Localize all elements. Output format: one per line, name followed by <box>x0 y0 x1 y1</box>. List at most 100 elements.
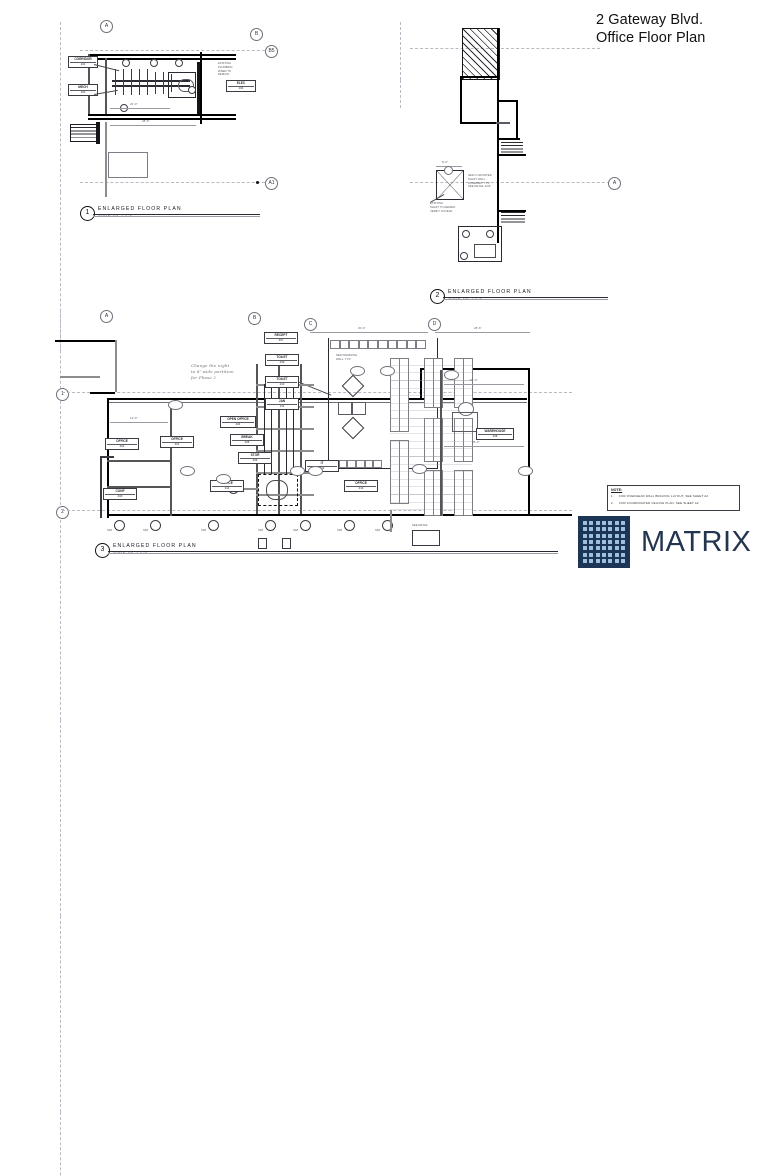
logo-dot <box>601 533 607 538</box>
logo-dot <box>608 533 613 538</box>
logo-dot <box>614 533 619 538</box>
casework-strip <box>330 340 426 349</box>
logo-dot <box>614 552 619 557</box>
room-tag-number: 207 <box>266 337 296 342</box>
room-tag-name: CORRIDOR <box>74 57 92 61</box>
grid-bubble-b: B <box>248 312 261 325</box>
gridline <box>60 192 290 352</box>
wall <box>88 58 236 60</box>
wall <box>420 368 530 371</box>
logo-dot <box>595 521 600 526</box>
wall <box>498 154 526 156</box>
detail-marker <box>462 230 470 238</box>
detail-title-2: 2 ENLARGED FLOOR PLAN SCALE: 1/4" = 1'-0… <box>430 288 610 304</box>
grid-dot <box>256 181 259 184</box>
logo-dot <box>583 558 588 563</box>
gridline <box>62 510 572 511</box>
logo-dot <box>595 539 600 545</box>
matrix-wordmark: MATRIX <box>641 525 752 558</box>
grid-bubble-a: A <box>100 20 113 33</box>
detail-scale: SCALE: 1/4" = 1'-0" <box>98 213 134 217</box>
fixture <box>474 244 496 258</box>
room-tag-name: WAREHOUSE <box>484 429 506 433</box>
room-outline <box>168 72 196 98</box>
note-number: 1. <box>611 494 614 499</box>
note-number: 2. <box>611 500 614 505</box>
room-tag-name: MECH <box>78 85 88 89</box>
room-tag-number: 208 <box>478 433 512 438</box>
room-tag-name: OFFICE <box>171 437 183 441</box>
dimension-line <box>310 332 428 333</box>
section-marker-label: SIM <box>337 528 342 532</box>
keynote-marker <box>444 370 459 380</box>
detail-marker <box>486 230 494 238</box>
wall <box>100 456 114 458</box>
wall <box>100 456 102 518</box>
room-tag: OPEN OFFICE 204 <box>220 416 256 428</box>
detail-scale: SCALE: 1/4" = 1'-0" <box>448 296 484 300</box>
hatched-shaft-wall <box>462 28 500 80</box>
room-tag: TOILET 210 <box>265 376 299 388</box>
logo-dot <box>614 527 619 532</box>
gridline <box>62 392 572 393</box>
dimension-text: 24'-0" <box>130 102 138 106</box>
room-outline <box>458 226 502 262</box>
room-tag: MECH 102 <box>68 84 98 96</box>
logo-dot <box>583 527 588 532</box>
logo-dot <box>583 521 588 526</box>
drawing-note: EXISTING PLUMBING RISER TO REMAIN <box>218 61 233 77</box>
wall <box>496 122 510 124</box>
room-tag: ELEC 103 <box>226 80 256 92</box>
logo-dot <box>589 546 594 551</box>
dimension-text: 8'-0" <box>442 160 448 164</box>
logo-dot <box>583 546 588 551</box>
matrix-logo-mark <box>578 516 630 568</box>
logo-dot <box>614 539 619 545</box>
detail-marker <box>150 59 158 67</box>
logo-dot <box>595 527 600 532</box>
grid-bubble-b: B <box>250 28 263 41</box>
gridline <box>60 720 580 916</box>
logo-dot <box>595 558 600 563</box>
room-tag-number: 102 <box>70 89 96 94</box>
dimension-text: 95'-0" <box>472 440 480 444</box>
logo-dot <box>620 552 625 557</box>
room-tag: STOR 206 <box>238 452 272 464</box>
logo-dot <box>608 539 613 545</box>
room-tag: CONF 203 <box>103 488 137 500</box>
gridline <box>410 182 615 183</box>
section-marker <box>265 520 276 531</box>
section-marker <box>150 520 161 531</box>
wall <box>88 118 236 120</box>
handwritten-annotation: Change the night to 8' wide partition fo… <box>191 363 234 380</box>
wall <box>115 340 117 392</box>
fixture <box>178 79 194 92</box>
gridline <box>410 48 600 49</box>
logo-dot <box>601 527 607 532</box>
grid-bubble-a: A <box>608 177 621 190</box>
logo-dot <box>614 558 619 563</box>
note-text: FOR COORDINATED CEILING PLAN, SEE SHEET … <box>619 500 699 505</box>
dimension-text: 28'-6" <box>142 119 150 123</box>
gridline <box>60 22 290 192</box>
dimension-line <box>444 446 524 447</box>
room-tag-name: ELEC <box>236 81 246 85</box>
section-marker-label: SIM <box>258 528 263 532</box>
room-tag-number: 201 <box>162 441 192 446</box>
stair-outline <box>70 124 98 142</box>
wall <box>88 114 236 116</box>
general-notes-box: NOTE: 1. FOR OVERHEAD WALL BRACING LAYOU… <box>607 485 740 511</box>
wall <box>107 460 171 462</box>
gridline <box>400 80 620 108</box>
room-tag: RECEPT 207 <box>264 332 298 344</box>
logo-dot <box>614 521 619 526</box>
logo-dot <box>583 539 588 545</box>
logo-dot <box>583 552 588 557</box>
wall <box>498 210 526 212</box>
room-tag-name: OFFICE <box>355 481 367 485</box>
section-marker <box>344 520 355 531</box>
keynote-marker <box>168 400 183 410</box>
room-tag-name: TOILET <box>276 377 288 381</box>
room-tag-number: 211 <box>267 403 297 408</box>
detail-scale: SCALE: 1/8" = 1'-0" <box>113 550 149 554</box>
